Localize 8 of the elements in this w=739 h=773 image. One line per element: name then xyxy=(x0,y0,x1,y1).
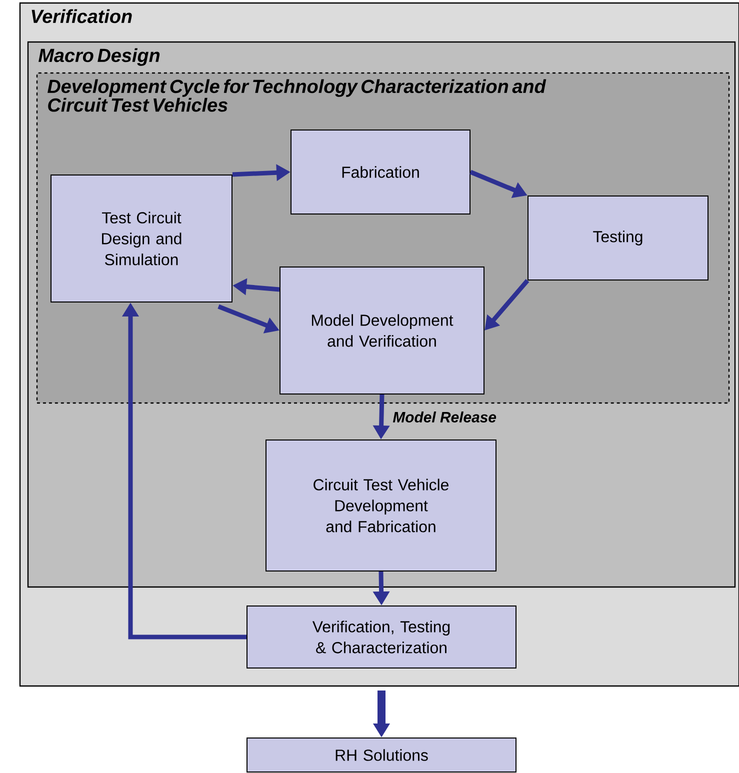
process-box: Fabrication xyxy=(290,130,470,214)
process-box: Verification, Testing & Characterization xyxy=(246,606,516,668)
process-box: Model Development and Verification xyxy=(280,266,484,394)
process-box: Circuit Test Vehicle Development and Fabrication xyxy=(266,440,496,572)
process-box: RH Solutions xyxy=(246,738,516,772)
edge-label: Model Release xyxy=(392,412,496,422)
process-box: Testing xyxy=(528,196,708,280)
process-box: Test Circuit Design and Simulation xyxy=(50,174,232,302)
